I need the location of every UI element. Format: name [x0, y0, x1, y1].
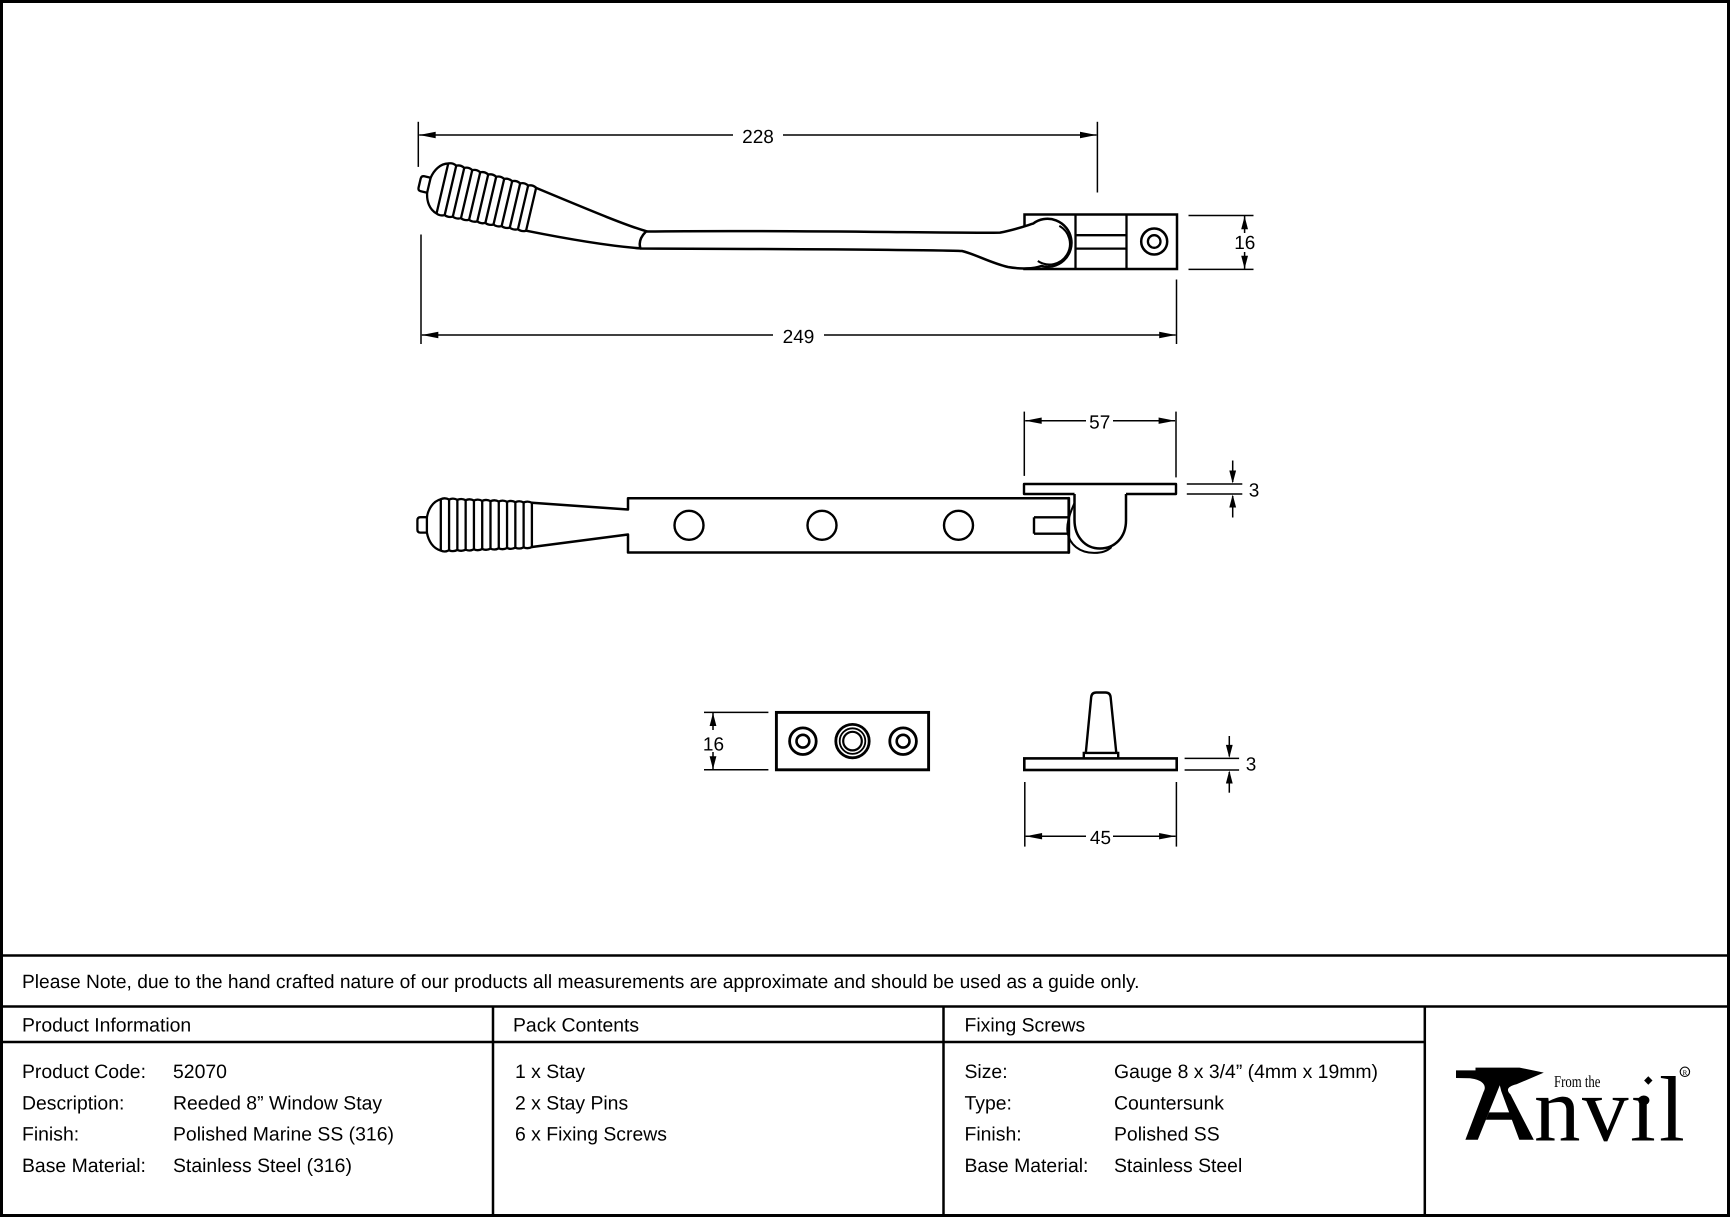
svg-text:Pack Contents: Pack Contents	[513, 1015, 639, 1037]
svg-text:Finish:: Finish:	[965, 1124, 1022, 1146]
svg-text:Description:: Description:	[22, 1092, 124, 1114]
svg-text:Product Code:: Product Code:	[22, 1061, 146, 1083]
svg-text:nvıl: nvıl	[1534, 1059, 1685, 1162]
svg-text:6 x Fixing Screws: 6 x Fixing Screws	[515, 1124, 667, 1146]
svg-text:Finish:: Finish:	[22, 1124, 79, 1146]
svg-text:R: R	[1683, 1069, 1688, 1077]
svg-text:Product Information: Product Information	[22, 1015, 191, 1037]
svg-text:Stainless Steel (316): Stainless Steel (316)	[173, 1155, 352, 1177]
svg-text:Stainless Steel: Stainless Steel	[1114, 1155, 1242, 1177]
svg-text:228: 228	[742, 127, 774, 148]
svg-text:45: 45	[1090, 828, 1111, 849]
svg-text:Countersunk: Countersunk	[1114, 1092, 1224, 1114]
svg-text:Polished Marine SS (316): Polished Marine SS (316)	[173, 1124, 394, 1146]
svg-text:57: 57	[1089, 413, 1110, 434]
svg-text:From the: From the	[1554, 1073, 1600, 1091]
svg-text:Reeded 8” Window Stay: Reeded 8” Window Stay	[173, 1092, 382, 1114]
svg-text:1 x Stay: 1 x Stay	[515, 1061, 585, 1083]
svg-text:Size:: Size:	[965, 1061, 1008, 1083]
svg-text:52070: 52070	[173, 1061, 227, 1083]
svg-text:16: 16	[1234, 233, 1255, 254]
svg-text:16: 16	[703, 735, 724, 756]
svg-text:Type:: Type:	[965, 1092, 1012, 1114]
svg-text:3: 3	[1249, 480, 1260, 501]
svg-text:2 x Stay Pins: 2 x Stay Pins	[515, 1092, 628, 1114]
svg-text:Base Material:: Base Material:	[22, 1155, 146, 1177]
svg-text:Base Material:: Base Material:	[965, 1155, 1089, 1177]
svg-text:Fixing Screws: Fixing Screws	[965, 1015, 1086, 1037]
svg-text:Polished SS: Polished SS	[1114, 1124, 1220, 1146]
svg-text:Please Note, due to the hand c: Please Note, due to the hand crafted nat…	[22, 972, 1139, 993]
svg-text:3: 3	[1246, 754, 1257, 775]
svg-text:Gauge 8 x 3/4” (4mm x 19mm): Gauge 8 x 3/4” (4mm x 19mm)	[1114, 1061, 1378, 1083]
svg-text:249: 249	[783, 327, 815, 348]
